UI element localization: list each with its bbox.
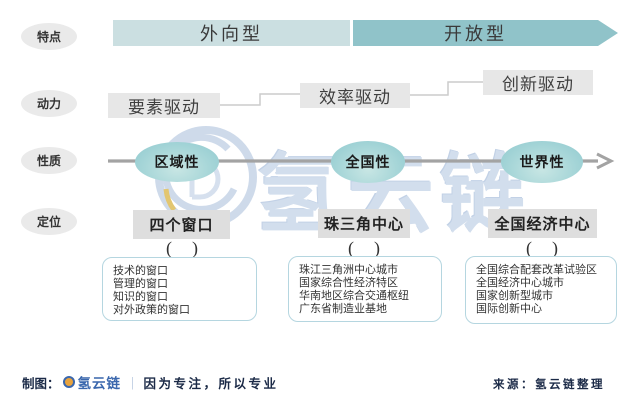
footer-divider: ｜ bbox=[126, 376, 139, 391]
detail-item: 技术的窗口 bbox=[113, 265, 168, 277]
nature-label: 全国性 bbox=[345, 156, 391, 171]
row-label-text: 性质 bbox=[36, 154, 61, 168]
row-label-text: 特点 bbox=[36, 30, 61, 44]
detail-item: 华南地区综合交通枢纽 bbox=[299, 290, 409, 302]
positioning-label: 全国经济中心 bbox=[494, 217, 591, 233]
driver-box-efficiency: 效率驱动 bbox=[300, 83, 410, 108]
nature-oval-regional: 区域性 bbox=[135, 142, 219, 182]
row-label-nature: 性质 bbox=[21, 147, 77, 174]
nature-oval-global: 世界性 bbox=[501, 141, 583, 183]
detail-item: 知识的窗口 bbox=[113, 291, 168, 303]
driver-connector-1 bbox=[220, 93, 300, 106]
row-label-positioning: 定位 bbox=[21, 208, 77, 235]
paren-open: ( bbox=[166, 238, 172, 258]
nature-oval-national: 全国性 bbox=[331, 141, 405, 183]
footer-credit: 制图： 氢云链 ｜ 因为专注，所以专业 bbox=[22, 372, 279, 392]
detail-item: 全国综合配套改革试验区 bbox=[476, 264, 597, 276]
detail-item: 管理的窗口 bbox=[113, 278, 168, 290]
row-label-text: 定位 bbox=[36, 215, 61, 229]
paren-open: ( bbox=[348, 238, 354, 258]
nature-axis-arrowhead-icon bbox=[596, 152, 615, 170]
positioning-box-four-windows: 四个窗口 bbox=[133, 210, 230, 239]
detail-card-four-windows: 技术的窗口 管理的窗口 知识的窗口 对外政策的窗口 bbox=[102, 257, 257, 321]
brand-name: 氢云链 bbox=[77, 376, 122, 391]
brand-logo-icon bbox=[62, 376, 75, 388]
banner-label: 外向型 bbox=[200, 24, 263, 44]
banner-export-oriented: 外向型 bbox=[113, 20, 350, 46]
detail-item: 全国经济中心城市 bbox=[476, 277, 564, 289]
detail-card-national-center: 全国综合配套改革试验区 全国经济中心城市 国家创新型城市 国际创新中心 bbox=[465, 256, 617, 324]
detail-item: 国家综合性经济特区 bbox=[299, 277, 398, 289]
nature-label: 区域性 bbox=[154, 156, 200, 171]
driver-label: 效率驱动 bbox=[319, 88, 391, 107]
row-label-characteristic: 特点 bbox=[21, 23, 77, 50]
positioning-box-national-center: 全国经济中心 bbox=[488, 209, 597, 238]
detail-card-prd-center: 珠江三角洲中心城市 国家综合性经济特区 华南地区综合交通枢纽 广东省制造业基地 bbox=[288, 256, 442, 322]
row-label-text: 动力 bbox=[36, 97, 61, 111]
paren-open: ( bbox=[526, 238, 532, 258]
paren-connector: () bbox=[152, 238, 212, 259]
paren-close: ) bbox=[192, 238, 198, 258]
detail-item: 国家创新型城市 bbox=[476, 290, 553, 302]
row-label-driver: 动力 bbox=[21, 90, 77, 117]
driver-connector-2 bbox=[410, 81, 483, 96]
source-note: 来源：氢云链整理 bbox=[493, 379, 605, 391]
driver-label: 创新驱动 bbox=[502, 75, 574, 94]
driver-box-innovation: 创新驱动 bbox=[483, 70, 593, 95]
positioning-label: 四个窗口 bbox=[149, 218, 214, 234]
made-by-label: 制图： bbox=[22, 376, 60, 391]
paren-connector: () bbox=[512, 238, 572, 259]
positioning-label: 珠三角中心 bbox=[323, 217, 404, 233]
paren-close: ) bbox=[374, 238, 380, 258]
driver-box-factor: 要素驱动 bbox=[108, 93, 220, 118]
banner-label: 开放型 bbox=[444, 24, 507, 44]
brand-slogan: 因为专注，所以专业 bbox=[143, 376, 279, 391]
detail-item: 对外政策的窗口 bbox=[113, 304, 190, 316]
detail-item: 国际创新中心 bbox=[476, 303, 542, 315]
paren-connector: () bbox=[334, 238, 394, 259]
detail-item: 广东省制造业基地 bbox=[299, 303, 387, 315]
positioning-box-prd-center: 珠三角中心 bbox=[318, 209, 410, 238]
paren-close: ) bbox=[552, 238, 558, 258]
banner-open-type: 开放型 bbox=[353, 20, 618, 46]
nature-label: 世界性 bbox=[519, 156, 565, 171]
detail-item: 珠江三角洲中心城市 bbox=[299, 264, 398, 276]
driver-label: 要素驱动 bbox=[128, 98, 200, 117]
